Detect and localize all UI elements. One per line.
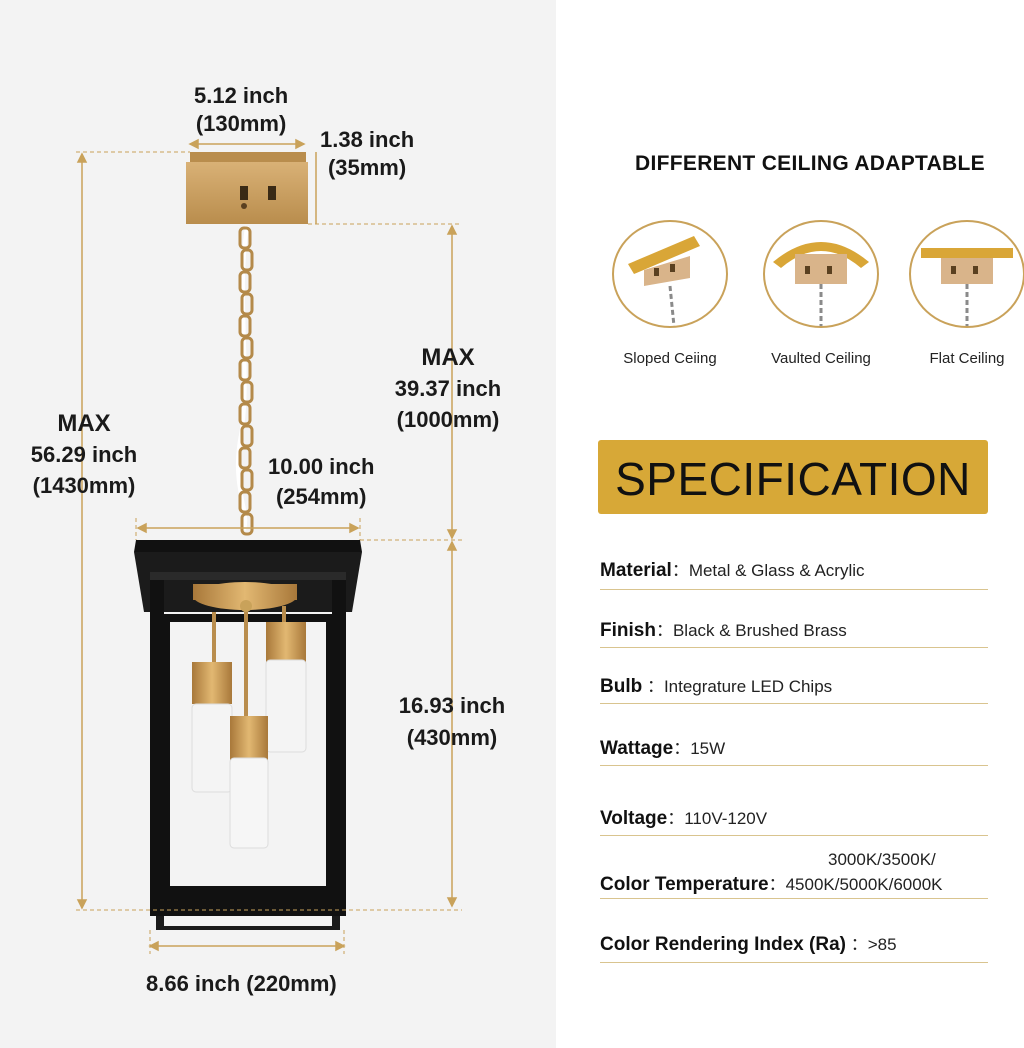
ceiling-adaptable-title: DIFFERENT CEILING ADAPTABLE (635, 152, 985, 175)
flat-ceiling-icon (909, 220, 1024, 328)
specification-title: SPECIFICATION (615, 453, 971, 505)
sloped-ceiling-icon (612, 220, 728, 328)
top-width-mm: (254mm) (275, 484, 367, 509)
spec-value: Metal & Glass & Acrylic (688, 561, 865, 580)
max-chain-label: MAX (421, 344, 475, 371)
spec-value-line1: 3000K/3500K/ (828, 850, 936, 869)
top-width-inch: 10.00 inch (268, 454, 375, 479)
spec-key: Wattage (600, 738, 674, 759)
spec-row-material: Material：Metal & Glass & Acrylic (600, 556, 988, 590)
product-dimension-panel: 5.12 inch (130mm) 1.38 inch (35mm) MAX 5… (0, 0, 556, 1048)
spec-sep: ： (671, 561, 689, 580)
spec-row-wattage: Wattage：15W (600, 734, 988, 766)
spec-sep: ： (667, 809, 685, 828)
light-tube-icon (191, 622, 307, 849)
body-height-inch: 16.93 inch (398, 693, 506, 718)
canopy-width-label: 5.12 inch (130mm) (194, 82, 288, 138)
max-chain-mm: (1000mm) (396, 407, 500, 432)
max-total-inch: 56.29 inch (30, 442, 138, 467)
max-total-label: MAX (57, 410, 111, 437)
spec-value: Black & Brushed Brass (672, 621, 847, 640)
specification-banner: SPECIFICATION (598, 440, 988, 514)
spec-key: Color Rendering Index (Ra) (600, 934, 846, 955)
canopy-height-mm: (35mm) (327, 155, 407, 180)
body-height-mm: (430mm) (406, 725, 498, 750)
spec-sep: ： (642, 677, 664, 696)
spec-sep: ： (768, 875, 786, 894)
spec-value: Integrature LED Chips (663, 677, 833, 696)
canopy-height-label: 1.38 inch (35mm) (320, 126, 414, 182)
spec-value-line2: 4500K/5000K/6000K (785, 875, 943, 894)
max-chain-inch: 39.37 inch (394, 376, 502, 401)
spec-value: 15W (690, 739, 726, 758)
canopy-width-inch: 5.12 inch (194, 83, 289, 108)
top-width-label: 10.00 inch (254mm) (268, 452, 374, 512)
chain-icon (235, 225, 254, 536)
spec-key: Bulb (600, 676, 643, 697)
ceiling-item-flat: Flat Ceiling (902, 220, 1024, 367)
canopy-height-inch: 1.38 inch (320, 127, 415, 152)
spec-key: Color Temperature (600, 874, 769, 895)
ceiling-item-sloped: Sloped Ceiing (605, 220, 735, 367)
spec-key: Voltage (600, 808, 668, 829)
spec-row-finish: Finish：Black & Brushed Brass (600, 616, 988, 648)
max-chain-length-label: MAX 39.37 inch (1000mm) (386, 342, 510, 435)
bottom-width-label: 8.66 inch (220mm) (146, 971, 337, 996)
spec-value: >85 (867, 935, 897, 954)
ceiling-item-vaulted: Vaulted Ceiling (756, 220, 886, 367)
max-total-mm: (1430mm) (32, 473, 136, 498)
body-height-label: 16.93 inch (430mm) (390, 690, 514, 754)
ceiling-label-sloped: Sloped Ceiing (623, 350, 717, 367)
canopy-width-mm: (130mm) (195, 111, 287, 136)
spec-sep: ： (655, 621, 673, 640)
ceiling-label-vaulted: Vaulted Ceiling (771, 350, 871, 367)
spec-sep: ： (673, 739, 691, 758)
vaulted-ceiling-icon (763, 220, 879, 328)
spec-row-bulb: Bulb ：Integrature LED Chips (600, 672, 988, 704)
pendant-light-illustration (76, 138, 462, 954)
spec-row-color-temperature: 3000K/3500K/ Color Temperature：4500K/500… (600, 850, 988, 899)
ceiling-label-flat: Flat Ceiling (929, 350, 1005, 367)
spec-key: Material (600, 560, 672, 581)
spec-row-color-rendering-index: Color Rendering Index (Ra) ：>85 (600, 930, 988, 963)
brass-fixture-icon (193, 582, 297, 718)
spec-row-voltage: Voltage：110V-120V (600, 804, 988, 836)
max-total-height-label: MAX 56.29 inch (1430mm) (22, 408, 146, 501)
spec-sep: ： (845, 935, 868, 954)
spec-key: Finish (600, 620, 656, 641)
canopy-icon (186, 152, 308, 224)
spec-value: 110V-120V (684, 809, 768, 828)
